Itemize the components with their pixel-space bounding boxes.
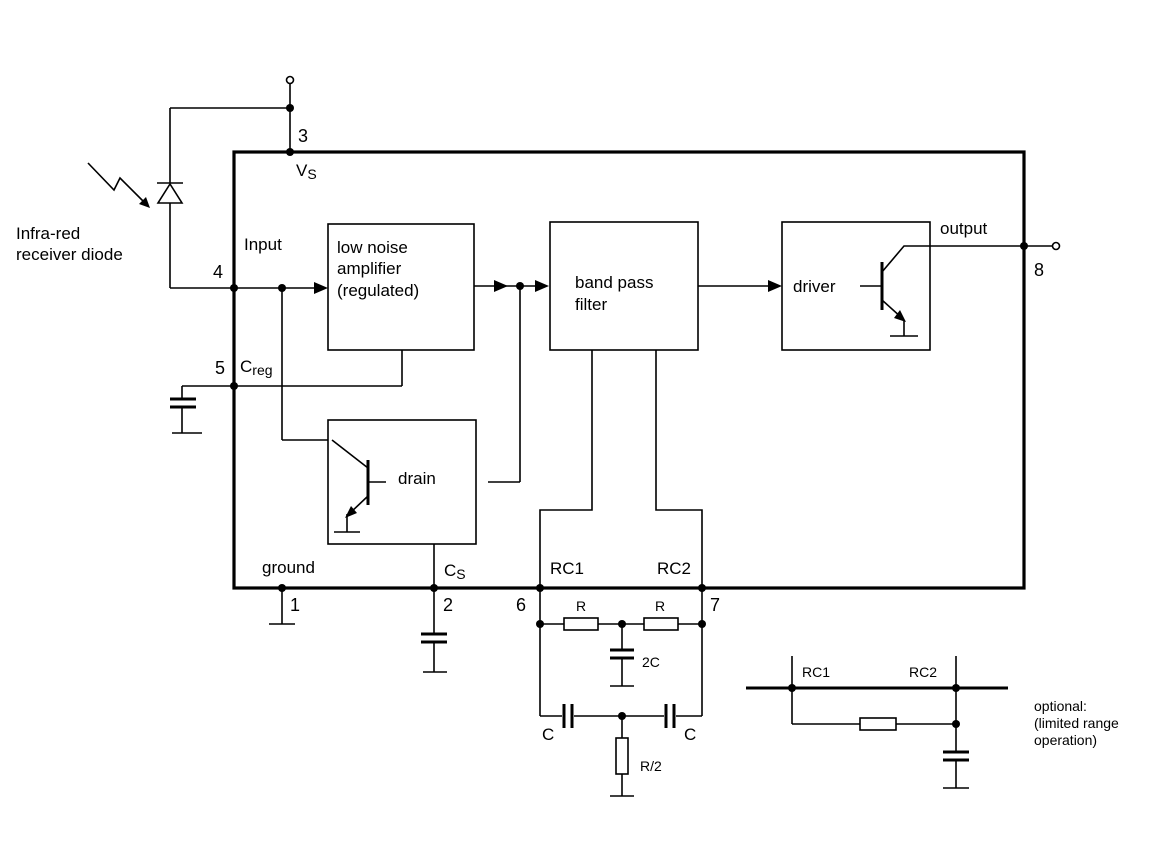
lna-block	[327, 223, 475, 351]
optional-label-line3: operation)	[1034, 732, 1097, 748]
cs-label: CS	[444, 561, 466, 582]
optional-label-line1: optional:	[1034, 698, 1087, 714]
pin-2-label: 2	[443, 595, 453, 615]
output-pin	[1020, 241, 1061, 251]
diode-label-line1: Infra-red	[16, 224, 80, 243]
c-2c-label: 2C	[642, 654, 660, 670]
optional-circuit	[746, 656, 1008, 789]
pin-8-label: 8	[1034, 260, 1044, 280]
driver-transistor-icon	[860, 245, 1024, 337]
lna-label-line3: (regulated)	[337, 281, 419, 300]
pin-3-label: 3	[298, 126, 308, 146]
drain-label: drain	[398, 469, 436, 488]
c-right-label: C	[684, 725, 696, 744]
rc1-label: RC1	[550, 559, 584, 578]
drain-transistor-icon	[331, 439, 386, 533]
lna-label-line2: amplifier	[337, 259, 402, 278]
driver-label: driver	[793, 277, 836, 296]
r-right-label: R	[655, 598, 665, 614]
vs-label: VS	[296, 161, 317, 182]
creg-label: Creg	[240, 357, 273, 378]
input-line	[234, 282, 328, 441]
c-left-label: C	[542, 725, 554, 744]
cs-capacitor-icon	[421, 632, 447, 673]
creg-line	[181, 350, 403, 399]
bpf-to-driver-line	[698, 280, 782, 292]
drain-block	[327, 419, 477, 545]
diode-label-line2: receiver diode	[16, 245, 123, 264]
optional-label-line2: (limited range	[1034, 715, 1119, 731]
r-left-label: R	[576, 598, 586, 614]
pin-6-label: 6	[516, 595, 526, 615]
r-half-label: R/2	[640, 758, 662, 774]
light-ray-icon	[87, 162, 150, 208]
input-label: Input	[244, 235, 282, 254]
bpf-label-line2: filter	[575, 295, 607, 314]
output-label: output	[940, 219, 988, 238]
lna-to-bpf-line	[474, 280, 549, 483]
opt-rc1-label: RC1	[802, 664, 830, 680]
rc2-label: RC2	[657, 559, 691, 578]
vs-supply	[170, 75, 295, 156]
driver-block	[781, 221, 931, 351]
bpf-rc-lines	[539, 350, 703, 588]
bpf-label-line1: band pass	[575, 273, 653, 292]
ic-outline	[232, 150, 1026, 590]
pin-4-label: 4	[213, 262, 223, 282]
ground-pin	[269, 584, 295, 625]
pin-7-label: 7	[710, 595, 720, 615]
ir-receiver-diode	[156, 108, 234, 289]
rc-network	[536, 588, 706, 797]
lna-label-line1: low noise	[337, 238, 408, 257]
opt-rc2-label: RC2	[909, 664, 937, 680]
pin-5-label: 5	[215, 358, 225, 378]
ground-label: ground	[262, 558, 315, 577]
pin-1-label: 1	[290, 595, 300, 615]
creg-capacitor-icon	[170, 397, 202, 434]
cs-line	[430, 544, 438, 634]
